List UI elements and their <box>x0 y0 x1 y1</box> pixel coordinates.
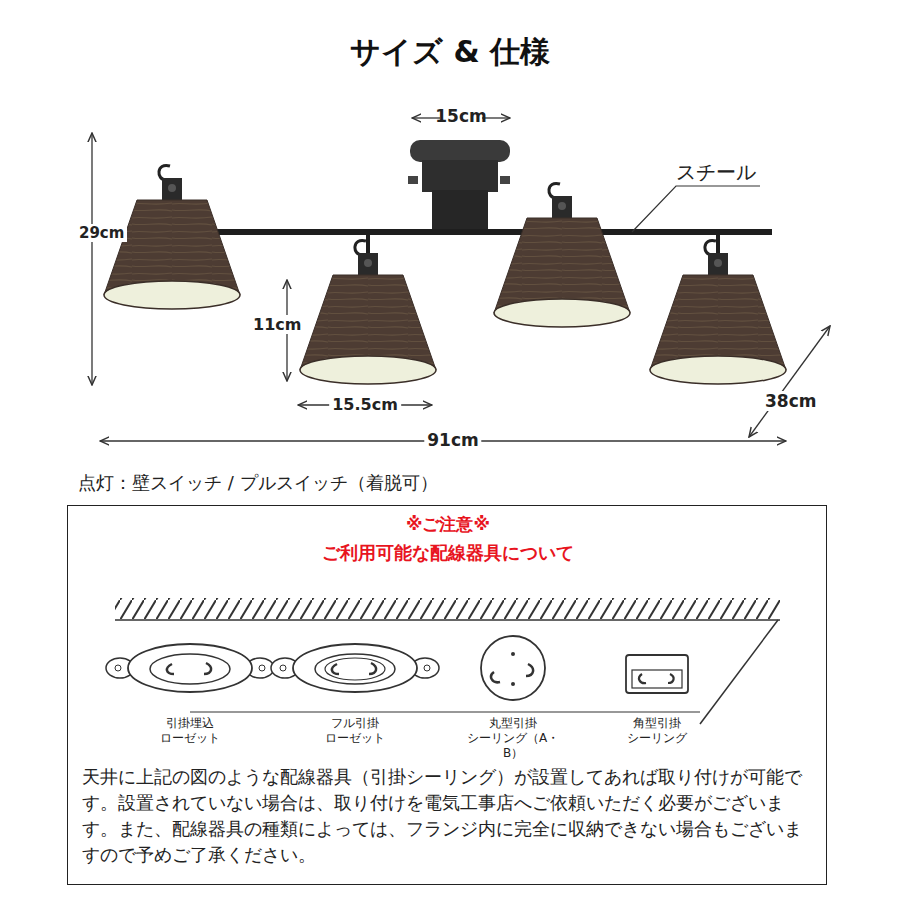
notice-box: ※ご注意※ ご利用可能な配線器具について天井に上記の図のような配線器具（引掛シーリ… <box>67 505 827 885</box>
dimension-label: 11cm <box>250 315 304 334</box>
dimension-label: 15cm <box>435 106 486 126</box>
material-label: スチール <box>676 160 756 184</box>
spec-text: 点灯：壁スイッチ / プルスイッチ（着脱可） <box>78 472 438 494</box>
device-label: フル引掛 ローゼット <box>313 716 397 746</box>
device-label: 丸型引掛 シーリング（A・B） <box>458 716 568 761</box>
notice-heading: ご利用可能な配線器具について <box>322 542 574 564</box>
dimension-label: 29cm <box>76 224 127 242</box>
device-label: 引掛埋込 ローゼット <box>148 716 232 746</box>
dimension-label: 15.5cm <box>329 395 401 414</box>
page-title: サイズ & 仕様 <box>350 34 550 70</box>
notice-heading: ※ご注意※ <box>406 514 490 534</box>
dimension-label: 38cm <box>762 391 819 411</box>
dimension-label: 91cm <box>424 430 481 450</box>
device-label: 角型引掛 シーリング <box>615 716 699 746</box>
notice-body: 天井に上記の図のような配線器具（引掛シーリング）が設置してあれば取り付けが可能で… <box>82 764 812 868</box>
